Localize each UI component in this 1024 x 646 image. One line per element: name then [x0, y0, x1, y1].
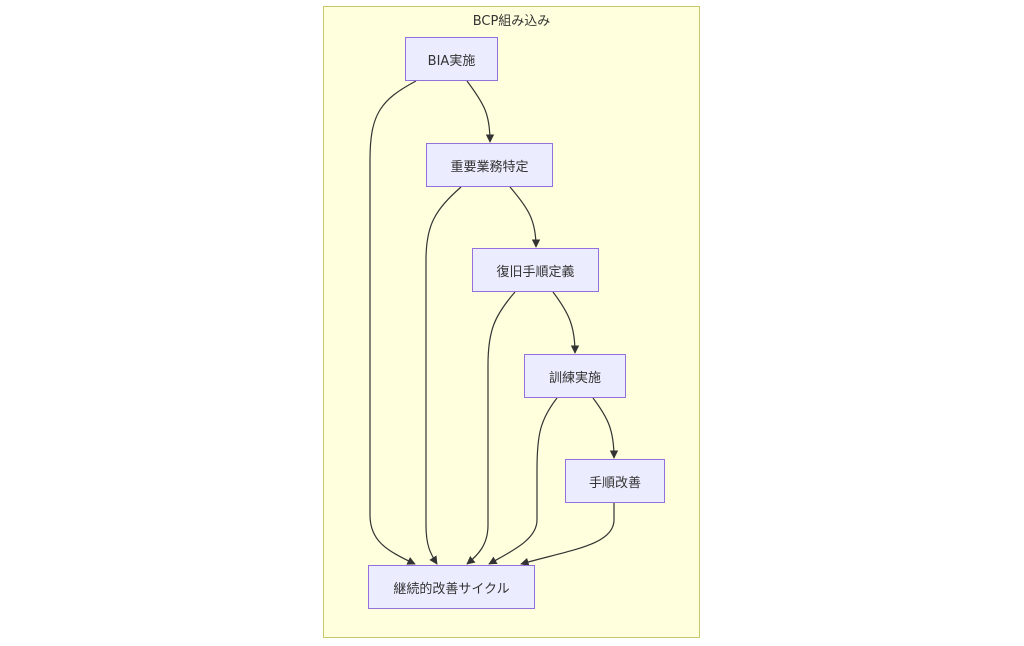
node-label: BIA実施	[427, 53, 476, 69]
edge-bia-critical	[466, 80, 495, 143]
edge-recovery-training	[552, 291, 580, 354]
node-critical-business[interactable]: 重要業務特定	[426, 143, 553, 187]
node-recovery-procedure[interactable]: 復旧手順定義	[472, 248, 599, 292]
edge-critical-recovery	[509, 186, 541, 248]
node-label: 訓練実施	[548, 370, 601, 386]
edge-training-cycle	[488, 397, 558, 565]
node-continuous-improvement[interactable]: 継続的改善サイクル	[368, 565, 535, 609]
node-label: 重要業務特定	[450, 159, 529, 175]
node-label: 復旧手順定義	[496, 264, 575, 280]
node-procedure-improvement[interactable]: 手順改善	[565, 459, 665, 503]
edge-bia-cycle	[369, 80, 417, 565]
subgraph-title: BCP組み込み	[472, 14, 551, 29]
node-label: 手順改善	[588, 475, 641, 491]
edge-recovery-cycle	[466, 291, 516, 565]
edge-improve-cycle	[520, 503, 615, 566]
node-label: 継続的改善サイクル	[393, 581, 510, 597]
edge-critical-cycle	[425, 186, 462, 565]
subgraph-bcp: BCP組み込み	[323, 6, 700, 638]
edge-training-improve	[592, 397, 619, 459]
node-training[interactable]: 訓練実施	[524, 354, 626, 398]
node-bia[interactable]: BIA実施	[405, 37, 498, 81]
